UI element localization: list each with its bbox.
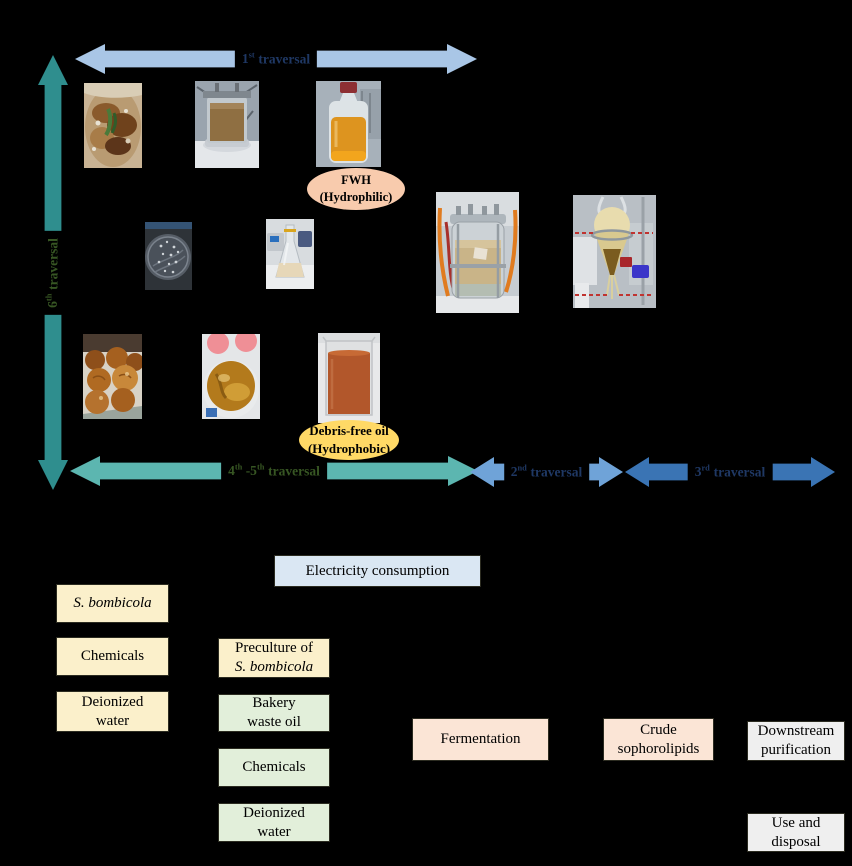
traversal-6-label: 6th traversal <box>43 230 63 315</box>
chemicals-green-box: Chemicals <box>218 748 330 787</box>
use-and-disposal-box: Use and disposal <box>747 813 845 852</box>
traversal-1-word: traversal <box>258 51 311 67</box>
s-bombicola-label: S. bombicola <box>73 595 152 612</box>
crude-sophorolipids-box: Crude sophorolipids <box>603 718 714 761</box>
deionized-water-green-label: Deionized water <box>243 804 305 840</box>
fwh-bottle-photo <box>316 81 381 167</box>
traversal-3-word: traversal <box>713 464 766 480</box>
preculture-label-line2: S. bombicola <box>234 659 314 675</box>
deionized-water-yellow-label: Deionized water <box>81 693 144 729</box>
fwh-callout-line1: FWH <box>341 173 371 188</box>
chemicals-green-label: Chemicals <box>242 759 306 776</box>
electricity-consumption-box: Electricity consumption <box>274 555 481 587</box>
preculture-label-line1: Preculture of <box>235 640 313 657</box>
traversal-4-5-word: traversal <box>268 463 320 479</box>
preculture-flask-photo <box>266 219 314 289</box>
traversal-4-num: 4 <box>228 463 235 479</box>
electricity-consumption-label: Electricity consumption <box>305 562 450 579</box>
traversal-4-ordinal: th <box>234 462 243 472</box>
traversal-5-ordinal: th <box>256 462 265 472</box>
debris-callout-line2: (Hydrophobic) <box>307 441 391 456</box>
bakery-waste-oil-label: Bakery waste oil <box>247 695 301 730</box>
traversal-1-ordinal: st <box>248 50 255 60</box>
crude-sophorolipids-label: Crude sophorolipids <box>617 721 700 757</box>
traversal-3-num: 3 <box>694 464 702 480</box>
traversal-6-ordinal: th <box>44 293 54 301</box>
chemicals-yellow-box: Chemicals <box>56 637 169 676</box>
debris-free-oil-callout: Debris-free oil (Hydrophobic) <box>299 420 399 460</box>
use-and-disposal-label: Use and disposal <box>771 814 821 850</box>
traversal-2-num: 2 <box>510 464 518 480</box>
food-waste-photo <box>84 83 142 168</box>
traversal-3-ordinal: rd <box>701 463 710 473</box>
fwh-callout-line2: (Hydrophilic) <box>319 190 393 204</box>
chemicals-yellow-label: Chemicals <box>80 648 145 665</box>
agar-plate-photo <box>145 222 192 290</box>
downstream-purification-label: Downstream purification <box>757 723 835 758</box>
fermenter-photo <box>436 192 519 313</box>
s-bombicola-box: S. bombicola <box>56 584 169 623</box>
bakery-waste-oil-box: Bakery waste oil <box>218 694 330 732</box>
traversal-6-word: traversal <box>45 237 61 290</box>
preculture-box: Preculture of S. bombicola <box>218 638 330 678</box>
traversal-1-num: 1 <box>241 51 249 67</box>
traversal-2-word: traversal <box>530 464 583 480</box>
traversal-6-arrow: 6th traversal <box>38 55 68 490</box>
fermentation-box: Fermentation <box>412 718 549 761</box>
deionized-water-green-box: Deionized water <box>218 803 330 842</box>
traversal-6-num: 6 <box>45 300 61 308</box>
debris-callout-line1: Debris-free oil <box>309 423 389 439</box>
waste-oil-photo <box>202 334 260 419</box>
bakery-waste-photo <box>83 334 142 419</box>
downstream-purification-box: Downstream purification <box>747 721 845 761</box>
separatory-funnel-photo <box>573 195 656 308</box>
hydrolysis-reactor-photo <box>195 81 259 168</box>
traversal-5-num: -5 <box>242 463 257 479</box>
debris-free-oil-beaker-photo <box>318 333 380 423</box>
deionized-water-yellow-box: Deionized water <box>56 691 169 732</box>
traversal-2-ordinal: nd <box>517 463 527 473</box>
fermentation-label: Fermentation <box>440 731 521 748</box>
fwh-callout: FWH (Hydrophilic) <box>307 168 405 210</box>
